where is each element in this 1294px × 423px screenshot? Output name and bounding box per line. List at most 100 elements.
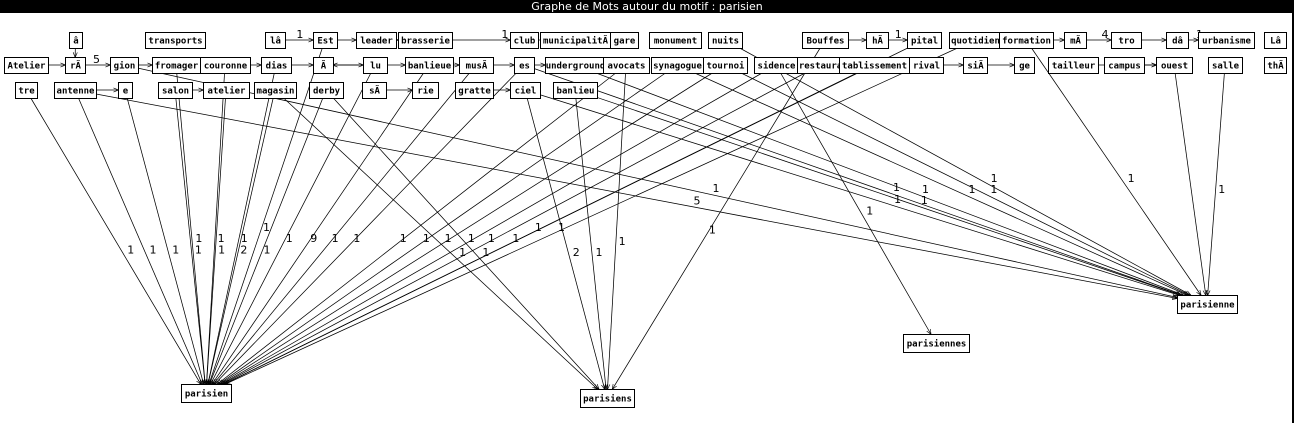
- edge-ciel-to-parisiens: [526, 97, 604, 389]
- edge-avocats-to-parisiens: [608, 72, 626, 389]
- edge-weight-label: 1: [709, 224, 716, 237]
- edge-synagogue-to-parisienne: [694, 72, 1187, 295]
- node-label: tro: [1118, 37, 1134, 47]
- node-leader: leader: [356, 32, 397, 49]
- node-box: [110, 57, 139, 74]
- node-label: tournoi: [707, 61, 746, 72]
- node-label: couronne: [204, 62, 248, 72]
- edge-weight-label: 1: [488, 232, 495, 245]
- node-ciel: ciel: [510, 82, 541, 99]
- node-box: [455, 82, 494, 99]
- edge-ciel-to-parisienne: [539, 94, 1178, 295]
- edge-weight-label: 4: [1102, 28, 1109, 41]
- node-label: magasin: [257, 86, 295, 97]
- edge-weight-label: 1: [264, 243, 271, 256]
- node-label: ciel: [515, 86, 537, 97]
- edge-weight-label: 1: [922, 183, 929, 196]
- node-box: [1111, 32, 1142, 49]
- node-box: [363, 57, 388, 74]
- node-da: dâ: [1166, 32, 1189, 49]
- edge-sidence-to-parisiennes: [780, 72, 931, 334]
- node-label: formation: [1002, 36, 1051, 47]
- node-box: [261, 57, 292, 74]
- edge-weight-label: 1: [595, 246, 602, 259]
- edge-ouest-to-parisienne: [1174, 72, 1206, 295]
- node-label: fromager: [155, 62, 199, 72]
- node-box: [4, 57, 49, 74]
- node-parisiennes: parisiennes: [903, 334, 970, 353]
- node-antenne: antenne: [54, 82, 97, 99]
- node-nuits: nuits: [708, 32, 743, 49]
- edge-weight-label: 1: [218, 232, 225, 245]
- node-label: salon: [162, 87, 189, 97]
- node-label: banlieu: [557, 86, 595, 97]
- node-lu: lu: [363, 57, 388, 74]
- node-label: tre: [18, 87, 35, 97]
- node-label: quotidien: [951, 36, 1000, 47]
- node-gare: gare: [610, 32, 639, 49]
- edge-weight-label: 1: [482, 246, 489, 259]
- node-box: [802, 32, 849, 49]
- node-label: Est: [317, 37, 333, 47]
- node-transports: transports: [145, 32, 206, 49]
- node-box: [1156, 57, 1193, 74]
- node-atelier: atelier: [203, 82, 250, 99]
- edge-weight-label: 1: [535, 221, 542, 234]
- node-label: rÃ: [70, 61, 81, 72]
- node-la_circ: lâ: [265, 32, 286, 49]
- edge-magasin-to-parisien: [208, 97, 274, 384]
- edge-magasin-to-parisiens: [283, 97, 598, 389]
- node-box: [398, 32, 453, 49]
- edge-banlieu-to-parisiens: [575, 97, 606, 389]
- node-gion: gion: [110, 57, 139, 74]
- node-est: Est: [313, 32, 338, 49]
- node-couronne: couronne: [200, 57, 251, 74]
- node-rie: rie: [412, 82, 439, 99]
- node-banlieu: banlieu: [553, 82, 598, 99]
- edge-sidence-to-parisien: [222, 72, 763, 384]
- edge-tre-to-parisien: [30, 97, 201, 384]
- edge-atelier-to-parisien: [207, 97, 226, 384]
- edge-weight-label: 1: [172, 243, 179, 256]
- node-label: leader: [360, 37, 393, 47]
- edge-musa-to-parisien: [213, 72, 470, 384]
- node-label: â: [73, 37, 78, 47]
- node-box: [118, 82, 133, 99]
- edge-weight-label: 2: [240, 243, 247, 256]
- edge-fromager-to-parisien: [176, 72, 205, 384]
- node-pital: pital: [907, 32, 942, 49]
- edge-banlieue-to-parisien: [212, 72, 424, 384]
- node-label: antenne: [57, 87, 96, 97]
- node-banlieue: banlieue: [405, 57, 454, 74]
- node-club: club: [510, 32, 539, 49]
- node-box: [1198, 32, 1255, 49]
- edge-weight-label: 1: [149, 243, 156, 256]
- node-box: [1166, 32, 1189, 49]
- edge-weight-label: 1: [895, 28, 902, 41]
- node-es: es: [514, 57, 535, 74]
- node-sia: siÃ: [963, 57, 988, 74]
- node-ra: rÃ: [65, 57, 86, 74]
- node-label: transports: [148, 37, 202, 47]
- edge-couronne-to-parisien: [207, 72, 225, 384]
- edge-est-to-parisien: [209, 47, 323, 384]
- node-box: [580, 389, 635, 408]
- edge-weight-label: 2: [573, 246, 580, 259]
- edge-restaura-to-parisien: [223, 72, 806, 384]
- node-box: [145, 32, 206, 49]
- edge-antenne-to-parisien: [78, 97, 202, 384]
- node-parisien: parisien: [181, 384, 232, 403]
- node-box: [514, 57, 535, 74]
- node-sidence: sidence: [754, 57, 799, 74]
- node-label: siÃ: [967, 61, 984, 72]
- node-tournoi: tournoi: [703, 57, 748, 74]
- node-label: salle: [1212, 62, 1240, 72]
- node-label: parisien: [185, 389, 228, 400]
- node-label: club: [514, 37, 536, 47]
- edge-weight-label: 1: [218, 243, 225, 256]
- node-bouffes: Bouffes: [802, 32, 849, 49]
- node-ge: ge: [1014, 57, 1035, 74]
- node-box: [553, 82, 598, 99]
- edge-weight-label: 1: [619, 235, 626, 248]
